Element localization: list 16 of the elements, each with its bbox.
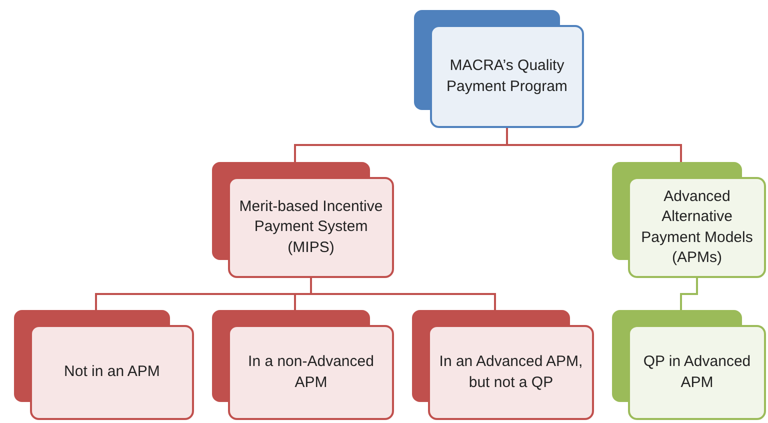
box-label: MACRA’s Quality Payment Program <box>446 56 568 96</box>
process-box <box>212 162 394 278</box>
process-box <box>412 310 594 420</box>
process-box <box>612 162 766 278</box>
process-box <box>212 310 394 420</box>
box-label: Not in an APM <box>64 362 160 382</box>
box-label: In a non-Advanced APM <box>247 352 375 392</box>
box-label: QP in Advanced APM <box>642 352 752 392</box>
box-label: In an Advanced APM, but not a QP <box>438 352 584 392</box>
connector-line <box>310 278 496 310</box>
connector-line <box>680 278 698 310</box>
box-label: Merit-based Incentive Payment System (MIPS) <box>238 197 384 258</box>
box-label: Advanced Alternative Payment Models (APMs) <box>640 187 754 268</box>
process-box <box>14 310 194 420</box>
process-box <box>612 310 766 420</box>
process-box <box>414 10 584 128</box>
